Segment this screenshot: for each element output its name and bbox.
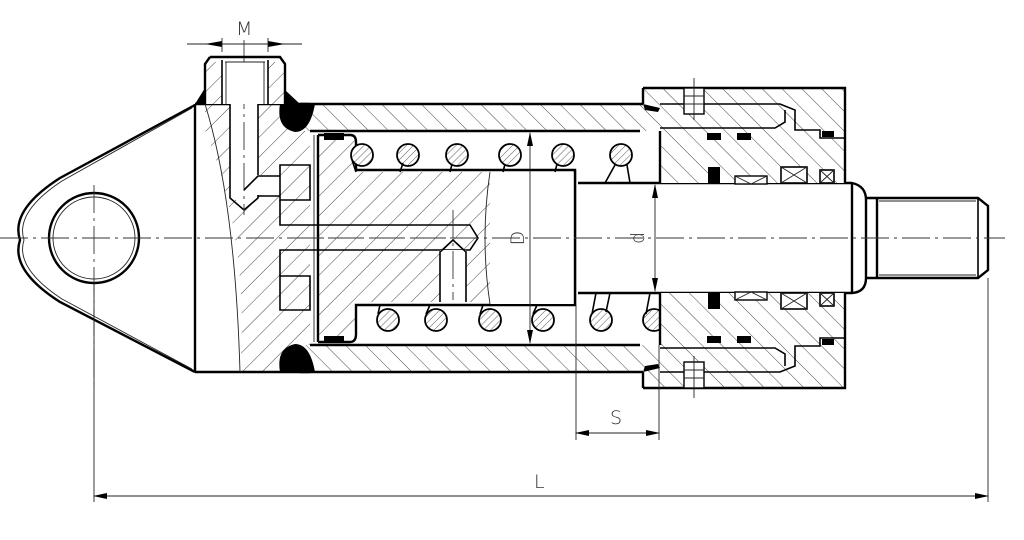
dimension-d-rod: d (627, 184, 658, 292)
dimension-s: S (575, 305, 660, 440)
port (195, 55, 300, 104)
clevis-eye (17, 103, 196, 390)
label-m: M (236, 18, 252, 40)
gland (641, 78, 847, 398)
dimension-l: L (93, 278, 989, 502)
label-l: L (534, 471, 545, 493)
dimension-m: M (187, 18, 302, 52)
spring-coils-bottom (376, 292, 666, 332)
label-D: D (507, 231, 529, 246)
dimension-d-bore: D (507, 132, 533, 344)
label-s: S (610, 407, 622, 429)
cylinder-tube (279, 102, 650, 374)
label-d: d (627, 232, 649, 244)
